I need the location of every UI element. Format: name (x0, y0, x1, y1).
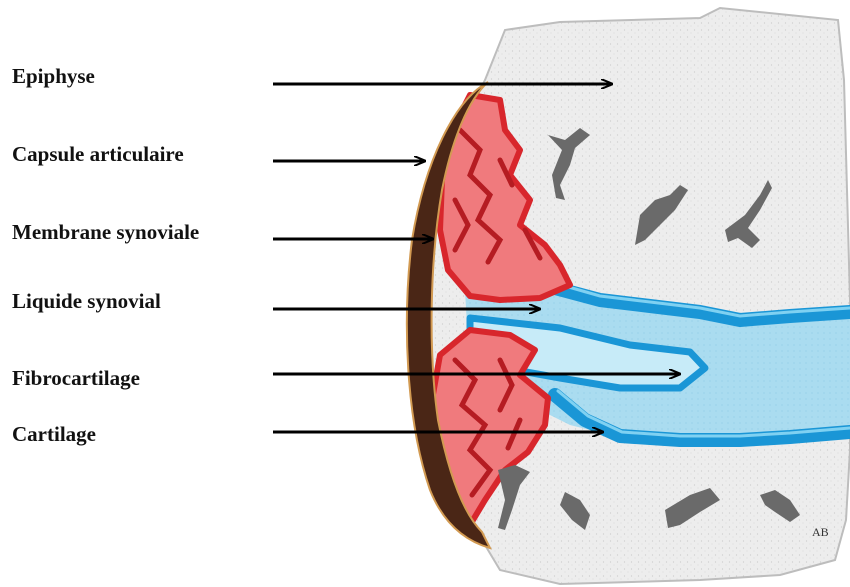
label-epiphyse: Epiphyse (12, 64, 95, 89)
label-liquide-synovial: Liquide synovial (12, 289, 161, 314)
label-capsule-articulaire: Capsule articulaire (12, 142, 184, 167)
artist-signature: AB (812, 525, 829, 539)
label-cartilage: Cartilage (12, 422, 96, 447)
label-fibrocartilage: Fibrocartilage (12, 366, 140, 391)
label-membrane-synoviale: Membrane synoviale (12, 220, 199, 245)
